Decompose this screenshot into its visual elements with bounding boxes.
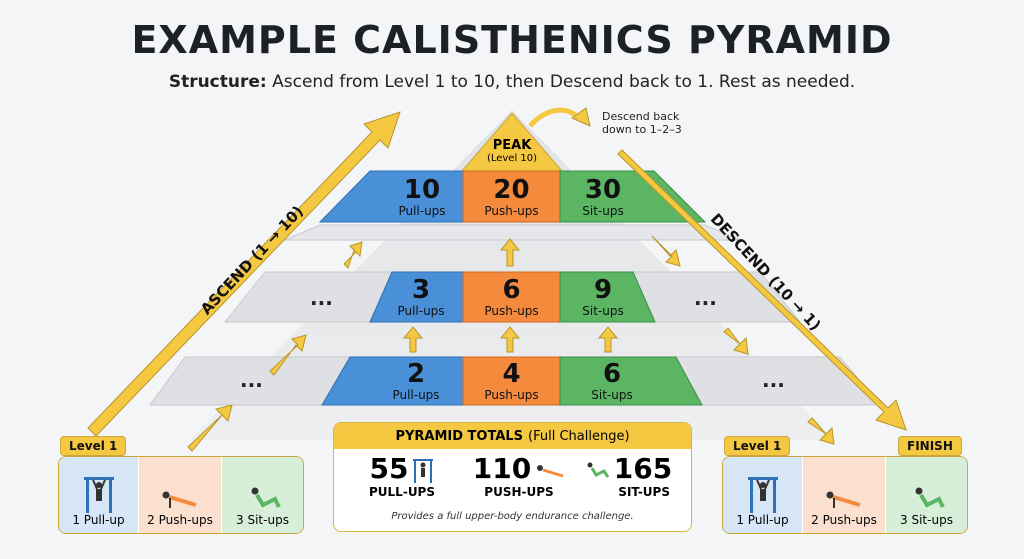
level3-push-label: Push-ups — [484, 304, 539, 318]
pullup-icon — [413, 459, 434, 483]
level10-sit-value: 30 — [584, 175, 622, 205]
level10-pushups: 20 Push-ups — [463, 174, 560, 220]
finish-pushup-label: 2 Push-ups — [811, 513, 877, 527]
total-pullups-value: 55 — [352, 453, 452, 485]
level2-sit-value: 6 — [602, 359, 622, 389]
level10-push-value: 20 — [493, 175, 530, 205]
pullup-icon — [747, 477, 778, 513]
finish-pushup-tile: 2 Push-ups — [803, 457, 885, 533]
ellipsis-right-upper: ... — [694, 286, 717, 310]
start-pushup-tile: 2 Push-ups — [139, 457, 221, 533]
totals-footer: Provides a full upper-body endurance cha… — [391, 511, 634, 522]
totals-title: PYRAMID TOTALS — [395, 428, 524, 444]
level2-pushups: 4 Push-ups — [463, 358, 560, 404]
level2-pull-value: 2 — [406, 359, 426, 389]
level10-sit-bg — [559, 170, 707, 223]
descend-note-line2: down to 1–2–3 — [602, 123, 682, 136]
ellipsis-left-upper: ... — [310, 286, 333, 310]
level10-pull-label: Pull-ups — [398, 204, 446, 218]
level2-pull-label: Pull-ups — [392, 388, 440, 402]
pushup-icon — [826, 491, 861, 508]
level2-pullups: 2 Pull-ups — [370, 358, 462, 404]
level1-finish-card: 1 Pull-up 2 Push-ups 3 Sit-ups — [722, 456, 968, 534]
start-situp-tile: 3 Sit-ups — [222, 457, 303, 533]
small-arrows — [187, 235, 835, 452]
level3-pull-value: 3 — [411, 275, 431, 305]
subtitle-label: Structure: — [168, 72, 267, 92]
level10-pull-value: 10 — [403, 175, 441, 205]
total-pullups-label: PULL-UPS — [369, 485, 435, 499]
page-title: EXAMPLE CALISTHENICS PYRAMID — [131, 18, 893, 62]
descend-arrow — [617, 149, 907, 431]
level3-push-bg — [462, 271, 561, 323]
total-situps-value: 165 — [578, 453, 678, 485]
finish-situp-label: 3 Sit-ups — [900, 513, 953, 527]
total-situps: 165 SIT-UPS — [578, 453, 678, 499]
peak-title: PEAK — [492, 138, 532, 153]
level10-situps: 30 Sit-ups — [560, 174, 646, 220]
level3-sit-value: 9 — [593, 275, 613, 305]
peak-sub: (Level 10) — [486, 153, 538, 164]
total-pushups-label: PUSH-UPS — [484, 485, 554, 499]
start-situp-label: 3 Sit-ups — [236, 513, 289, 527]
level1-start-card: 1 Pull-up 2 Push-ups 3 Sit-ups — [58, 456, 304, 534]
total-pushups-value: 110 — [464, 453, 574, 485]
level10-sit-label: Sit-ups — [582, 204, 624, 218]
level10-push-label: Push-ups — [484, 204, 539, 218]
ellipsis-right-lower: ... — [762, 368, 785, 392]
level2-push-value: 4 — [502, 359, 521, 389]
situp-icon — [587, 462, 610, 478]
start-pullup-label: 1 Pull-up — [72, 513, 125, 527]
level3-pull-label: Pull-ups — [397, 304, 445, 318]
level10-pullups: 10 Pull-ups — [382, 174, 462, 220]
peak-label: PEAK (Level 10) — [472, 138, 552, 164]
finish-badge: FINISH — [898, 436, 962, 456]
level3-push-value: 6 — [502, 275, 521, 305]
level2-situps: 6 Sit-ups — [560, 358, 664, 404]
level3-pullups: 3 Pull-ups — [380, 274, 462, 320]
ascend-arrow — [87, 111, 401, 437]
total-situps-label: SIT-UPS — [618, 485, 670, 499]
totals-header: PYRAMID TOTALS (Full Challenge) — [334, 423, 691, 449]
level2-sit-label: Sit-ups — [591, 388, 633, 402]
peak-curve-arrowhead — [570, 107, 591, 127]
page-subtitle: Structure: Ascend from Level 1 to 10, th… — [0, 72, 1024, 92]
pushup-icon — [537, 465, 564, 478]
totals-subtitle: (Full Challenge) — [528, 428, 630, 444]
finish-pullup-tile: 1 Pull-up — [723, 457, 802, 533]
situp-icon — [251, 487, 281, 508]
pushup-icon — [162, 491, 197, 508]
level1-start-badge: Level 1 — [60, 436, 127, 456]
level2-push-label: Push-ups — [484, 388, 539, 402]
level3-situps: 9 Sit-ups — [560, 274, 646, 320]
level2-sit-bg — [559, 356, 703, 406]
pullup-icon — [83, 477, 114, 513]
level2-push-bg — [462, 356, 561, 406]
start-pushup-label: 2 Push-ups — [147, 513, 213, 527]
band-upper — [284, 224, 741, 241]
ellipsis-left-lower: ... — [240, 368, 263, 392]
situp-icon — [915, 487, 945, 508]
descend-note: Descend back down to 1–2–3 — [602, 110, 682, 136]
finish-pullup-label: 1 Pull-up — [736, 513, 789, 527]
descend-note-line1: Descend back — [602, 110, 680, 123]
level1-finish-badge: Level 1 — [724, 436, 791, 456]
total-pullups: 55 PULL-UPS — [352, 453, 452, 500]
level3-sit-label: Sit-ups — [582, 304, 624, 318]
level3-sit-bg — [559, 271, 656, 323]
finish-situp-tile: 3 Sit-ups — [886, 457, 967, 533]
total-pushups: 110 PUSH-UPS — [464, 453, 574, 499]
start-pullup-tile: 1 Pull-up — [59, 457, 138, 533]
subtitle-text: Ascend from Level 1 to 10, then Descend … — [266, 72, 856, 92]
level3-pushups: 6 Push-ups — [463, 274, 560, 320]
pyramid-totals-card: PYRAMID TOTALS (Full Challenge) 55 PULL-… — [333, 422, 692, 532]
